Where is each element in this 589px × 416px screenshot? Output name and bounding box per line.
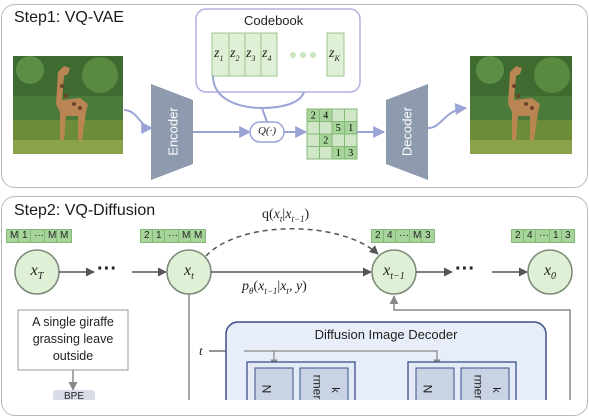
token: ··· <box>164 229 182 243</box>
grid-value: 3 <box>348 148 353 159</box>
grid-cell <box>344 133 358 147</box>
block2-n-label: N <box>420 384 435 394</box>
token: 1 <box>18 229 32 243</box>
token: 2 <box>140 229 154 243</box>
block2-k-label: k <box>489 387 502 393</box>
node-label: xT <box>30 262 44 283</box>
grid-value: 1 <box>348 123 353 134</box>
step1-title: Step1: VQ-VAE <box>14 9 124 26</box>
block1-k-label: k <box>328 387 341 393</box>
token: 3 <box>561 229 575 243</box>
encoder-label: Encoder <box>165 107 181 156</box>
block1-former-label: rmer <box>310 374 325 400</box>
codebook-entry: z1 <box>214 46 224 63</box>
grid-cell <box>344 146 358 160</box>
token: M <box>190 229 207 243</box>
grid-cell <box>331 133 345 147</box>
bpe-label: BPE <box>63 391 84 402</box>
node-x0 <box>527 249 573 295</box>
block2-former-label: rmer <box>471 374 486 400</box>
bpe-box <box>53 390 95 400</box>
decoder-block <box>386 84 428 180</box>
grid-cell <box>319 146 333 160</box>
codebook-entry: z4 <box>262 46 272 63</box>
decoder-box-title: Diffusion Image Decoder <box>314 327 458 342</box>
node-label: x0 <box>543 262 557 283</box>
token: 2 <box>511 229 525 243</box>
codebook-entry: z3 <box>246 46 256 63</box>
grid-value: 2 <box>311 111 316 122</box>
encoder-block <box>151 84 193 180</box>
forward-process-label: q(xt|xt−1) <box>262 207 310 224</box>
decoder-label: Decoder <box>399 106 415 157</box>
token: M <box>56 229 73 243</box>
quantizer-label: Q(·) <box>257 125 277 137</box>
dots-right: ··· <box>455 258 475 280</box>
token: 3 <box>421 229 435 243</box>
grid-value: 4 <box>323 111 328 122</box>
token: ··· <box>395 229 413 243</box>
t-label: t <box>199 343 203 358</box>
codebook-title: Codebook <box>244 13 304 28</box>
output-giraffe-image <box>470 56 572 154</box>
grid-cell <box>306 133 320 147</box>
grid-cell <box>331 108 345 122</box>
token: 1 <box>152 229 166 243</box>
node-label: xt <box>184 262 194 283</box>
grid-cell <box>344 108 358 122</box>
grid-cell <box>319 121 333 135</box>
codebook-entry: zK <box>329 46 340 63</box>
node-label: xt−1 <box>383 262 405 283</box>
grid-value: 5 <box>336 123 341 134</box>
grid-value: 2 <box>323 136 328 147</box>
reverse-process-label: pθ(xt−1|xt, y) <box>242 279 307 296</box>
text-prompt: A single giraffe grassing leave outside <box>32 315 114 363</box>
dots-left: ··· <box>97 258 117 280</box>
codebook-entry: z2 <box>230 46 240 63</box>
block1-n-label: N <box>259 384 274 394</box>
grid-cell <box>306 146 320 160</box>
grid-cell <box>306 121 320 135</box>
step2-title: Step2: VQ-Diffusion <box>14 202 156 219</box>
grid-value: 1 <box>336 148 341 159</box>
input-giraffe-image <box>13 56 123 154</box>
